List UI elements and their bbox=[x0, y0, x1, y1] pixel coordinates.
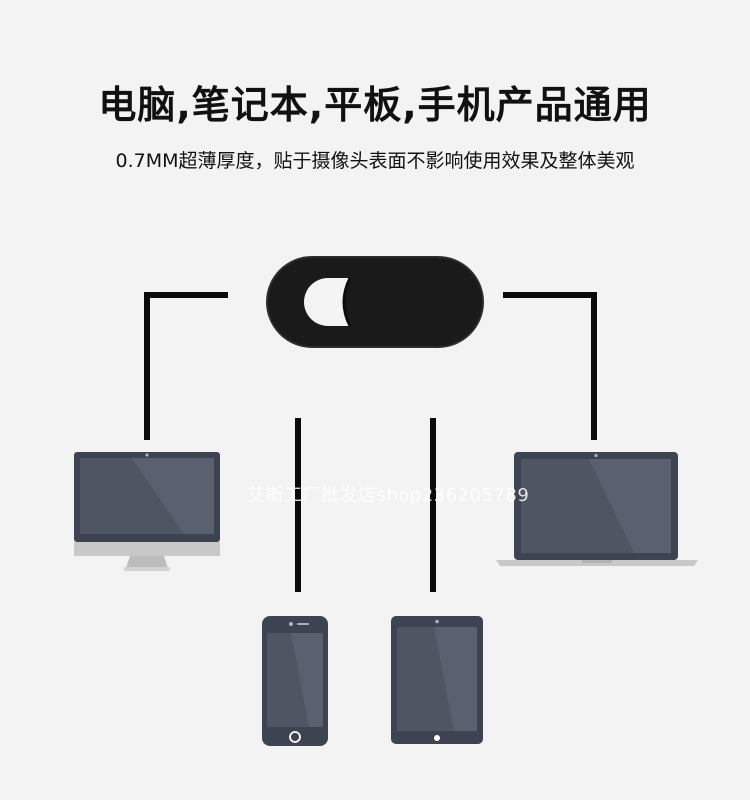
connector-center-right-vertical bbox=[430, 418, 436, 592]
smartphone-image bbox=[262, 616, 328, 746]
desktop-monitor-image bbox=[74, 452, 220, 571]
laptop-image bbox=[496, 452, 698, 566]
connector-right-horizontal bbox=[503, 292, 597, 298]
connector-left-horizontal bbox=[144, 292, 228, 298]
connector-right-vertical bbox=[591, 292, 597, 440]
connector-left-vertical bbox=[144, 292, 150, 440]
webcam-cover-image bbox=[266, 256, 484, 348]
tablet-image bbox=[391, 616, 483, 744]
watermark-text: 艾斯工厂批发店shop236205789 bbox=[247, 485, 530, 506]
headline: 电脑,笔记本,平板,手机产品通用 bbox=[98, 83, 652, 127]
subheadline: 0.7MM超薄厚度，贴于摄像头表面不影响使用效果及整体美观 bbox=[115, 150, 635, 172]
connector-center-left-vertical bbox=[295, 418, 301, 592]
